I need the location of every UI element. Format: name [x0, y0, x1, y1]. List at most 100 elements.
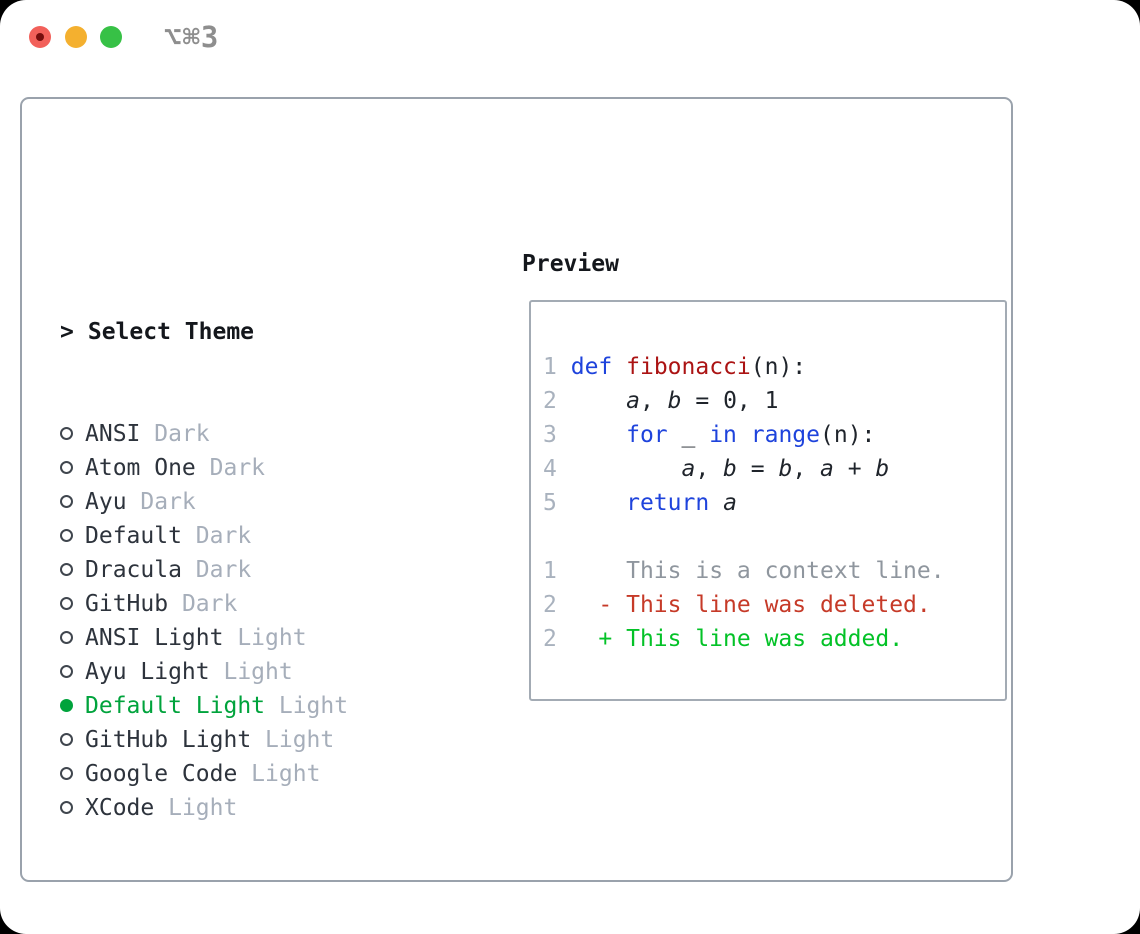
- code-token: +: [833, 456, 876, 482]
- theme-item-google-code[interactable]: Google Code Light: [60, 757, 448, 791]
- theme-name: Google Code: [85, 761, 238, 787]
- radio-icon: [60, 733, 73, 746]
- theme-item-default[interactable]: Default Dark: [60, 519, 448, 553]
- code-token: a: [820, 456, 834, 482]
- code-token: a: [681, 456, 696, 482]
- code-token: b: [667, 388, 682, 414]
- theme-item-ayu-light[interactable]: Ayu Light Light: [60, 655, 448, 689]
- theme-name: Atom One: [85, 455, 196, 481]
- radio-icon: [60, 597, 73, 610]
- preview-line: 1 def fibonacci(n):: [543, 350, 945, 384]
- radio-icon: [60, 563, 73, 576]
- theme-variant-tag: Dark: [140, 421, 210, 447]
- theme-item-github[interactable]: GitHub Dark: [60, 587, 448, 621]
- code-token: (n):: [750, 354, 807, 380]
- theme-item-ansi[interactable]: ANSI Dark: [60, 417, 448, 451]
- radio-icon: [60, 461, 73, 474]
- theme-name: Dracula: [85, 557, 182, 583]
- theme-name: Default Light: [85, 693, 266, 719]
- radio-selected-icon: [60, 699, 73, 712]
- code-token: (n):: [820, 422, 876, 448]
- code-token: in: [709, 422, 737, 448]
- radio-icon: [60, 665, 73, 678]
- code-token: = 0, 1: [681, 388, 779, 414]
- code-token: [557, 558, 626, 584]
- theme-item-atom-one[interactable]: Atom One Dark: [60, 451, 448, 485]
- theme-name: XCode: [85, 795, 155, 821]
- code-token: b: [778, 456, 793, 482]
- prompt-chevron-icon: >: [60, 319, 74, 345]
- line-number: 4: [543, 456, 557, 482]
- theme-name: Ayu: [85, 489, 127, 515]
- line-number: 3: [543, 422, 557, 448]
- code-token: [557, 592, 599, 618]
- code-token: range: [750, 422, 821, 448]
- code-token: + This line was added.: [598, 626, 904, 652]
- code-token: [557, 456, 682, 482]
- code-token: [557, 490, 626, 516]
- line-number: 5: [543, 490, 557, 516]
- radio-icon: [60, 801, 73, 814]
- zoom-button[interactable]: [100, 26, 122, 48]
- preview-line: 3 for _ in range(n):: [543, 418, 945, 452]
- line-number: 2: [543, 592, 557, 618]
- theme-item-ansi-light[interactable]: ANSI Light Light: [60, 621, 448, 655]
- code-token: for: [626, 422, 668, 448]
- close-button[interactable]: [29, 26, 51, 48]
- theme-item-dracula[interactable]: Dracula Dark: [60, 553, 448, 587]
- line-number: 1: [543, 558, 557, 584]
- theme-variant-tag: Dark: [168, 591, 238, 617]
- line-number: 2: [543, 626, 557, 652]
- preview-line: 2 - This line was deleted.: [543, 588, 945, 622]
- preview-line: 1 This is a context line.: [543, 554, 945, 588]
- theme-variant-tag: Light: [154, 795, 238, 821]
- code-token: _: [667, 422, 710, 448]
- code-token: b: [723, 456, 737, 482]
- theme-name: ANSI: [85, 421, 141, 447]
- select-theme-title: Select Theme: [87, 319, 255, 345]
- theme-variant-tag: Light: [251, 727, 335, 753]
- code-token: def: [570, 354, 613, 380]
- code-token: [709, 490, 723, 516]
- theme-variant-tag: Dark: [126, 489, 196, 515]
- theme-item-xcode[interactable]: XCode Light: [60, 791, 448, 825]
- select-theme-heading: > Select Theme: [60, 315, 448, 349]
- theme-variant-tag: Dark: [181, 557, 252, 583]
- spacer: [60, 893, 448, 927]
- code-token: ,: [695, 456, 724, 482]
- code-token: ,: [792, 456, 821, 482]
- theme-variant-tag: Light: [209, 659, 293, 685]
- line-number: 1: [543, 354, 557, 380]
- radio-icon: [60, 767, 73, 780]
- code-token: [612, 354, 626, 380]
- code-token: =: [736, 456, 779, 482]
- theme-variant-tag: Light: [237, 761, 321, 787]
- code-token: [557, 354, 571, 380]
- code-token: b: [875, 456, 890, 482]
- preview-line: 4 a, b = b, a + b: [543, 452, 945, 486]
- preview-heading: Preview: [522, 251, 619, 277]
- window-shortcut-label: ⌥⌘3: [164, 20, 220, 54]
- code-token: [557, 626, 599, 652]
- theme-variant-tag: Dark: [195, 455, 266, 481]
- code-token: [737, 422, 751, 448]
- theme-name: Default: [85, 523, 182, 549]
- code-token: fibonacci: [626, 354, 751, 380]
- theme-item-github-light[interactable]: GitHub Light Light: [60, 723, 448, 757]
- code-token: [557, 422, 626, 448]
- preview-line: 2 + This line was added.: [543, 622, 945, 656]
- theme-variant-tag: Dark: [181, 523, 252, 549]
- radio-icon: [60, 427, 73, 440]
- code-token: a: [723, 490, 737, 516]
- theme-item-ayu[interactable]: Ayu Dark: [60, 485, 448, 519]
- code-token: - This line was deleted.: [598, 592, 931, 618]
- radio-icon: [60, 529, 73, 542]
- minimize-button[interactable]: [65, 26, 87, 48]
- theme-item-default-light[interactable]: Default Light Light: [60, 689, 448, 723]
- preview-line: 2 a, b = 0, 1: [543, 384, 945, 418]
